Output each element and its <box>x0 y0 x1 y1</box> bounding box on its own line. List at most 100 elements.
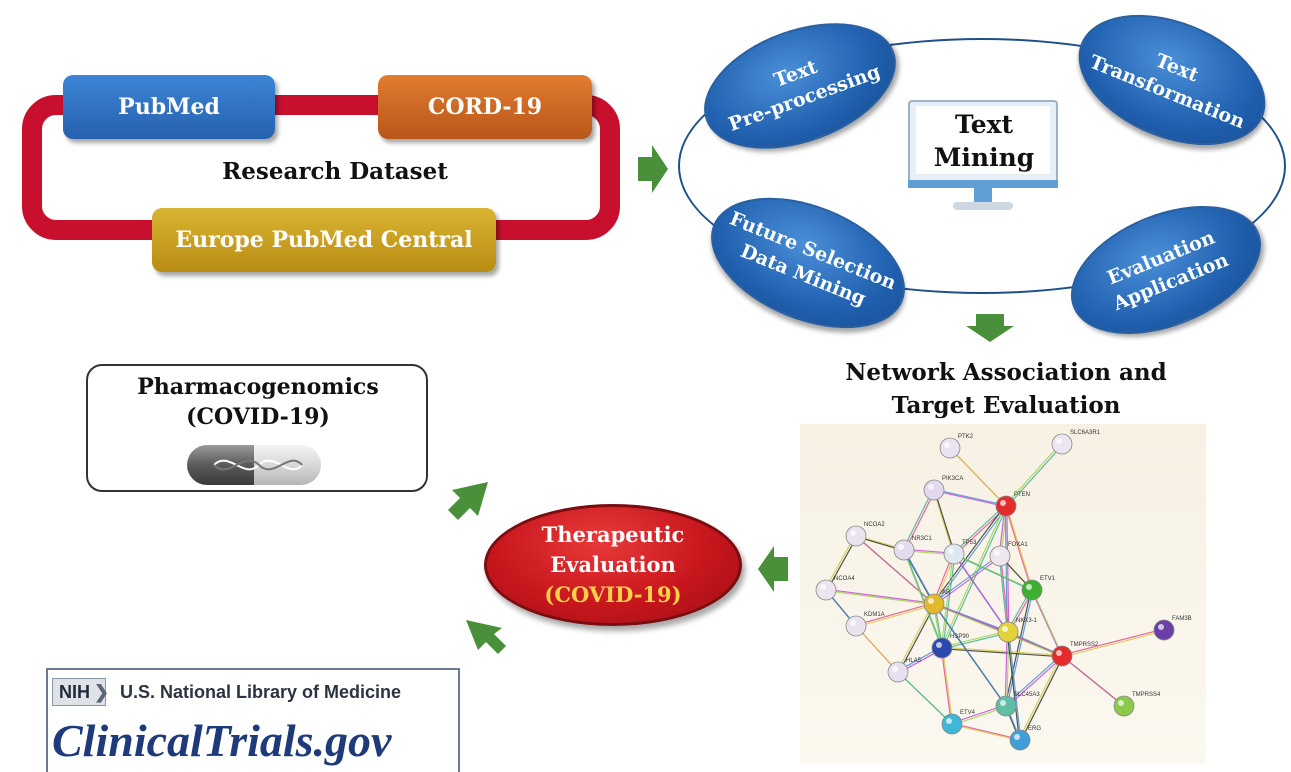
network-node-label: TP53 <box>962 540 977 546</box>
network-node-highlight <box>1056 650 1062 656</box>
network-edge <box>940 647 952 724</box>
network-node <box>997 621 1019 643</box>
network-node-label: SLC45A3 <box>1014 692 1040 698</box>
network-edge <box>1018 654 1062 740</box>
network-edge <box>952 724 1021 742</box>
network-node-highlight <box>994 550 1000 556</box>
network-edge <box>932 602 1062 656</box>
network-node-highlight <box>1000 500 1006 506</box>
network-edge <box>954 554 1010 634</box>
network-edge <box>1006 631 1020 740</box>
network-edge <box>942 648 954 725</box>
network-edge <box>934 556 1002 606</box>
network-edge <box>954 554 1034 592</box>
network-edge <box>1061 628 1164 656</box>
network-node-highlight <box>1000 700 1006 706</box>
network-node-label: FOXA1 <box>1008 542 1028 548</box>
europe-pmc-box: Europe PubMed Central <box>152 208 496 272</box>
network-edge <box>898 672 954 726</box>
network-edge <box>941 630 1008 648</box>
network-node <box>923 479 945 501</box>
text-mining-cycle-ellipse <box>678 38 1286 294</box>
network-node-label: TMPRSS2 <box>1070 642 1099 648</box>
therapeutic-line1: Therapeutic <box>541 522 685 547</box>
arrow-from-clinicaltrials-icon <box>466 620 506 654</box>
network-node <box>989 545 1011 567</box>
network-edge <box>932 554 1000 604</box>
network-edge <box>826 590 935 606</box>
network-node-highlight <box>936 642 942 648</box>
network-node-label: HLA5 <box>906 658 922 664</box>
network-node-highlight <box>820 584 826 590</box>
network-edge <box>1006 656 1064 708</box>
network-edge <box>940 553 954 648</box>
network-node <box>1051 433 1073 455</box>
network-node <box>845 525 867 547</box>
network-edge <box>942 506 1008 650</box>
network-node-label: ETV4 <box>960 710 976 716</box>
network-edge <box>825 588 934 604</box>
network-node-label: SLC6A3R1 <box>1070 430 1101 436</box>
network-node-highlight <box>850 620 856 626</box>
network-edge <box>1030 588 1062 656</box>
dna-capsule-icon <box>187 445 321 485</box>
pubmed-label: PubMed <box>118 94 220 120</box>
network-node-label: NCOA4 <box>834 576 855 582</box>
network-edge <box>942 648 1063 658</box>
network-node-label: PTK2 <box>958 434 974 440</box>
network-node-highlight <box>928 598 934 604</box>
network-node-highlight <box>898 544 904 550</box>
pharmacogenomics-title: Pharmacogenomics(COVID-19) <box>137 374 379 430</box>
network-edge <box>896 602 934 672</box>
network-node-highlight <box>1026 584 1032 590</box>
network-node-label: AR <box>942 590 951 596</box>
network-edge <box>934 490 1007 508</box>
network-node-highlight <box>850 530 856 536</box>
network-edge <box>1004 654 1062 706</box>
network-node-highlight <box>928 484 934 490</box>
network-edge <box>1008 632 1022 741</box>
network-node-highlight <box>1118 700 1124 706</box>
network-edge <box>1000 556 1010 633</box>
network-edge <box>934 506 1008 606</box>
clinicaltrials-logo: NIH❯ U.S. National Library of Medicine C… <box>46 668 460 772</box>
network-node-highlight <box>1056 438 1062 444</box>
network-node <box>815 579 837 601</box>
network-edge <box>932 504 1006 604</box>
network-node-label: TMPRSS4 <box>1132 692 1161 698</box>
network-node <box>1021 579 1043 601</box>
cord19-label: CORD-19 <box>427 94 543 120</box>
arrow-right-icon <box>638 145 668 193</box>
network-edge <box>1006 590 1034 707</box>
network-node-highlight <box>944 442 950 448</box>
network-edge <box>855 602 934 626</box>
network-node <box>995 695 1017 717</box>
nlm-label: U.S. National Library of Medicine <box>120 682 402 702</box>
network-node-label: NCOA2 <box>864 522 885 528</box>
network-node <box>923 593 945 615</box>
clinicaltrials-wordmark: ClinicalTrials.gov <box>52 715 392 766</box>
arrow-left-icon <box>758 546 788 592</box>
network-node-highlight <box>892 666 898 672</box>
network-node <box>1113 695 1135 717</box>
pubmed-box: PubMed <box>63 75 275 139</box>
network-node-label: ETV1 <box>1040 576 1056 582</box>
network-edge <box>950 448 1008 508</box>
network-node-label: NR3C1 <box>912 536 932 542</box>
network-node-label: PIK3CA <box>942 476 963 482</box>
network-edge <box>952 552 1032 590</box>
network-edge <box>904 550 944 650</box>
network-edge <box>942 554 956 649</box>
arrow-down-icon <box>966 314 1014 342</box>
network-node <box>939 437 961 459</box>
network-node-label: KDM1A <box>864 612 885 618</box>
network-node <box>941 713 963 735</box>
nih-badge: NIH❯ <box>52 678 109 706</box>
network-edge <box>933 488 1006 506</box>
network-node-label: ERG <box>1028 726 1041 732</box>
arrow-to-pharmacogenomics-icon <box>448 482 488 520</box>
network-edge <box>902 488 934 550</box>
network-edge <box>902 548 942 648</box>
network-edge <box>941 646 1062 656</box>
